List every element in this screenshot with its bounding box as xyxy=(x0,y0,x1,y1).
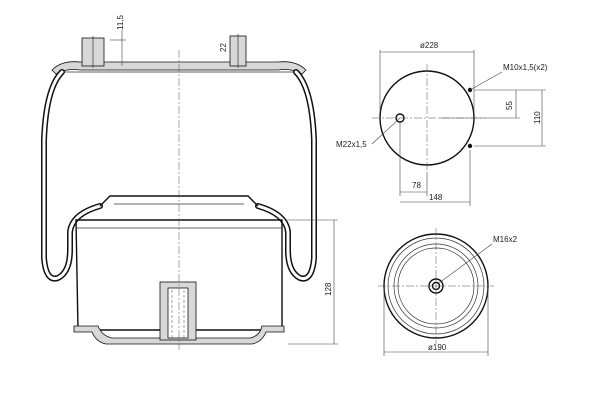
center-insert-bore xyxy=(167,287,189,339)
dim-bolt-height: 22 xyxy=(219,43,228,52)
leader-air-port xyxy=(371,117,401,145)
top-view: ø228 M10x1,5(x2) 55 110 M22x1,5 78 148 xyxy=(336,41,548,206)
bottom-view: M16x2 ø190 xyxy=(378,228,518,356)
label-bolts: M10x1,5(x2) xyxy=(503,63,548,72)
label-air-port: M22x1,5 xyxy=(336,140,367,149)
dim-bolt-x: 148 xyxy=(429,193,443,202)
leader-bolts xyxy=(469,71,503,91)
label-center-thread: M16x2 xyxy=(493,235,518,244)
bellow-right xyxy=(255,69,317,282)
dim-top-diameter: ø228 xyxy=(420,41,439,50)
dim-bolt-offset: 110 xyxy=(533,111,542,124)
dim-base-diameter: ø190 xyxy=(428,343,447,352)
piston-base xyxy=(73,325,285,345)
dim-piston-height: 128 xyxy=(324,282,333,296)
dim-bolt-spacing: 55 xyxy=(505,101,514,110)
center-boss xyxy=(428,278,444,294)
dim-stud-height: 11,5 xyxy=(116,14,125,30)
leader-center-thread xyxy=(438,243,493,284)
bellow-left-inner xyxy=(42,70,102,281)
dim-port-offset: 78 xyxy=(412,181,421,190)
bolt-hole-bottom xyxy=(467,143,473,149)
bellow-left xyxy=(41,69,103,282)
bellow-right-inner xyxy=(256,70,316,281)
side-view: 11,5 22 128 xyxy=(41,14,338,350)
